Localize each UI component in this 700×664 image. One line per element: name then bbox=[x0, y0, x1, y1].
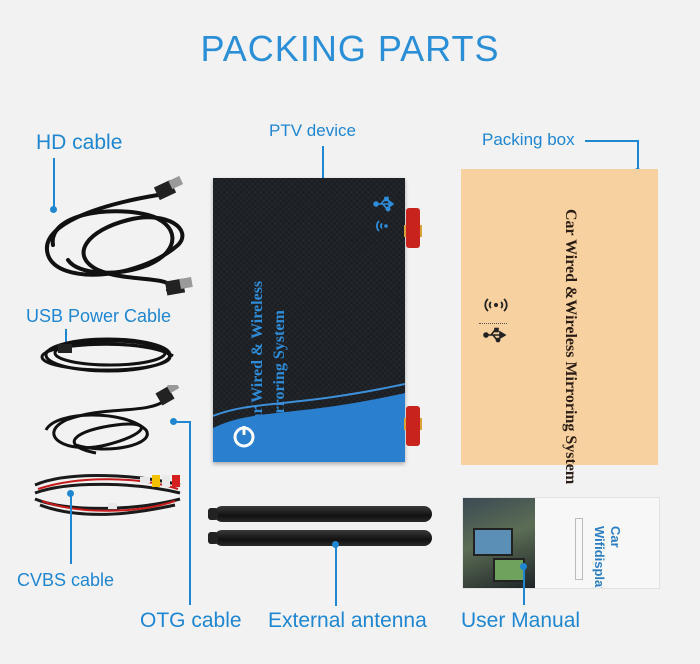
box-print-text: Car Wired &Wireless Mirroring System bbox=[562, 209, 579, 485]
label-hd-cable: HD cable bbox=[36, 131, 123, 154]
leader-dot-external-antenna bbox=[332, 541, 339, 548]
manual-print-text: Car Wifidisplay bbox=[592, 526, 623, 589]
otg-cable-image bbox=[44, 385, 180, 455]
user-manual: Car Wifidisplay bbox=[462, 497, 660, 589]
label-user-manual: User Manual bbox=[461, 609, 581, 632]
leader-cvbs-cable bbox=[70, 494, 72, 564]
box-usb-icon bbox=[483, 327, 507, 343]
label-ptv-device: PTV device bbox=[269, 121, 356, 140]
label-usb-power-cable: USB Power Cable bbox=[26, 306, 172, 326]
external-antenna-2 bbox=[214, 530, 432, 546]
leader-usb-power-cable bbox=[65, 329, 67, 347]
label-packing-box: Packing box bbox=[482, 130, 575, 149]
hd-cable-image bbox=[44, 175, 193, 296]
leader-otg-cable-v bbox=[189, 421, 191, 605]
leader-packing-box-h bbox=[585, 140, 639, 142]
antenna-connector-top bbox=[406, 208, 420, 248]
box-wifi-icon bbox=[484, 298, 508, 312]
cvbs-cable-image bbox=[34, 474, 181, 516]
leader-dot-otg-cable bbox=[170, 418, 177, 425]
label-cvbs-cable: CVBS cable bbox=[17, 570, 115, 590]
leader-packing-box-v bbox=[637, 140, 639, 170]
leader-hd-cable bbox=[53, 158, 55, 210]
leader-external-antenna bbox=[335, 546, 337, 606]
page-title: PACKING PARTS bbox=[200, 28, 500, 69]
leader-dot-hd-cable bbox=[50, 206, 57, 213]
external-antenna-1 bbox=[214, 506, 432, 522]
leader-otg-cable-h bbox=[174, 421, 190, 423]
label-otg-cable: OTG cable bbox=[140, 609, 242, 632]
leader-user-manual bbox=[523, 567, 525, 605]
label-external-antenna: External antenna bbox=[268, 609, 427, 632]
power-icon bbox=[233, 426, 255, 448]
leader-dot-cvbs-cable bbox=[67, 490, 74, 497]
leader-dot-user-manual bbox=[520, 563, 527, 570]
leader-ptv-device bbox=[322, 146, 324, 190]
ptv-device: Car Wired & Wireless Mirroring System bbox=[213, 178, 405, 462]
usb-icon bbox=[373, 196, 395, 212]
packing-box: Car Wired &Wireless Mirroring System bbox=[461, 169, 658, 484]
antenna-connector-bottom bbox=[406, 406, 420, 446]
usb-power-cable-image bbox=[40, 337, 174, 373]
wifi-icon bbox=[376, 220, 388, 232]
